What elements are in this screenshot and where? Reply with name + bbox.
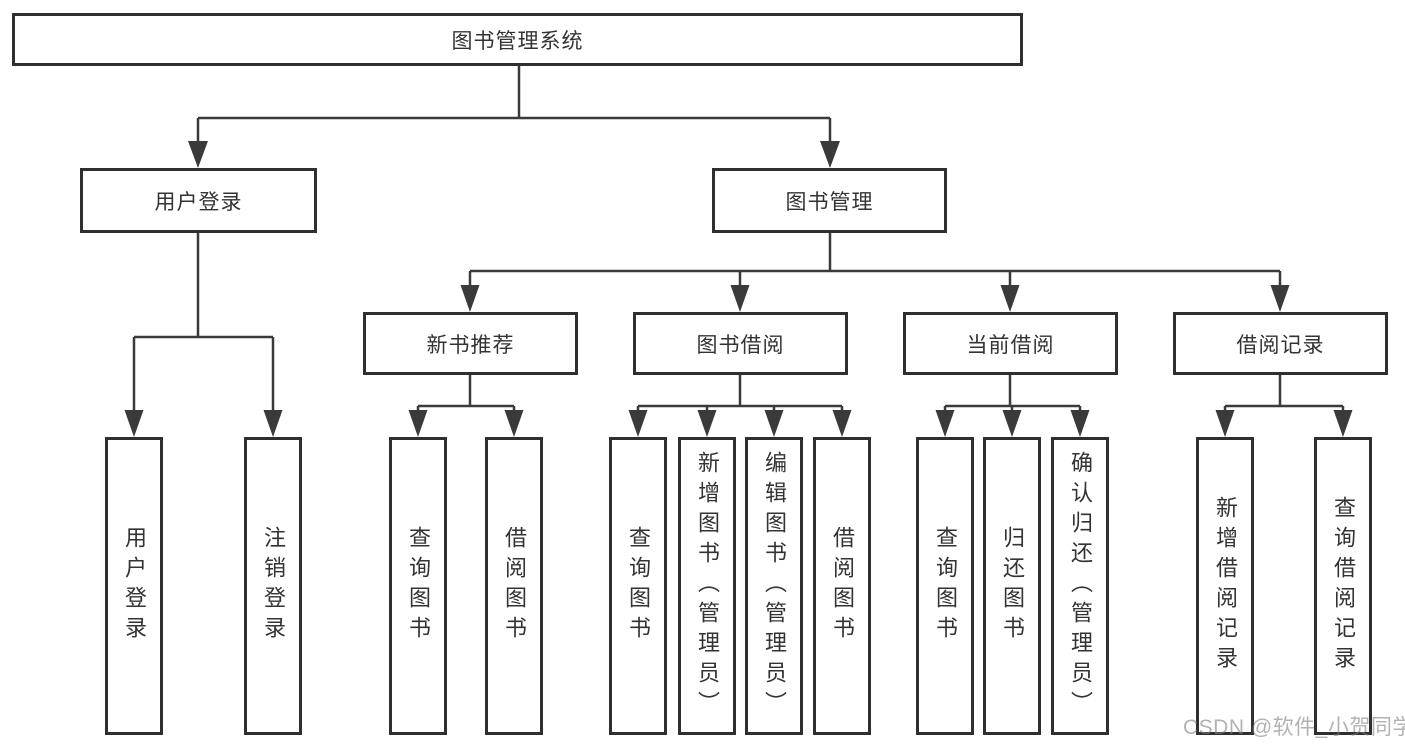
arrowhead — [1070, 410, 1090, 437]
node-label: 图书管理 — [785, 190, 874, 214]
arrowhead — [832, 410, 852, 437]
arrowhead — [697, 410, 717, 437]
node-book-borrowing: 图书借阅 — [633, 312, 848, 375]
arrowhead — [1215, 410, 1235, 437]
node-label: 用户登录 — [154, 190, 243, 214]
leaf-label: 确认归还（管理员） — [1068, 451, 1093, 721]
leaf-label: 查询图书 — [406, 526, 431, 646]
leaf-confirm-return-admin: 确认归还（管理员） — [1051, 437, 1109, 735]
node-label: 借阅记录 — [1236, 333, 1325, 357]
leaf-label: 注销登录 — [261, 526, 286, 646]
node-borrowing-records: 借阅记录 — [1173, 312, 1388, 375]
leaf-label: 新增图书（管理员） — [695, 451, 720, 721]
node-new-book-recommend: 新书推荐 — [363, 312, 578, 375]
arrowhead — [1002, 410, 1022, 437]
leaf-query-books-borrow: 查询图书 — [609, 437, 667, 735]
leaf-label: 借阅图书 — [830, 526, 855, 646]
leaf-label: 借阅图书 — [502, 526, 527, 646]
leaf-add-book-admin: 新增图书（管理员） — [678, 437, 736, 735]
leaf-query-borrow-record: 查询借阅记录 — [1314, 437, 1372, 735]
leaf-return-books: 归还图书 — [983, 437, 1041, 735]
csdn-watermark: CSDN @软件_小贺同学 — [1183, 716, 1405, 739]
arrowhead — [1000, 285, 1020, 312]
leaf-borrow-books: 借阅图书 — [813, 437, 871, 735]
node-book-management: 图书管理 — [712, 168, 947, 233]
arrowhead — [263, 410, 283, 437]
leaf-label: 查询图书 — [933, 526, 958, 646]
leaf-label: 用户登录 — [122, 526, 147, 646]
arrowhead — [460, 285, 480, 312]
leaf-logout: 注销登录 — [244, 437, 302, 735]
leaf-borrow-books-recommend: 借阅图书 — [485, 437, 543, 735]
node-label: 新书推荐 — [426, 333, 515, 357]
leaf-query-books-current: 查询图书 — [916, 437, 974, 735]
arrowhead — [628, 410, 648, 437]
arrowhead — [1270, 285, 1290, 312]
leaf-user-login: 用户登录 — [105, 437, 163, 735]
arrowhead — [820, 141, 840, 168]
arrowhead — [504, 410, 524, 437]
arrowhead — [188, 141, 208, 168]
leaf-label: 编辑图书（管理员） — [762, 451, 787, 721]
arrowhead — [730, 285, 750, 312]
leaf-label: 归还图书 — [1000, 526, 1025, 646]
arrowhead — [935, 410, 955, 437]
arrowhead — [408, 410, 428, 437]
leaf-label: 查询借阅记录 — [1331, 496, 1356, 676]
node-label: 图书管理系统 — [451, 29, 584, 53]
leaf-query-books-recommend: 查询图书 — [389, 437, 447, 735]
node-user-login: 用户登录 — [80, 168, 317, 233]
node-label: 图书借阅 — [696, 333, 785, 357]
leaf-add-borrow-record: 新增借阅记录 — [1196, 437, 1254, 735]
leaf-edit-book-admin: 编辑图书（管理员） — [745, 437, 803, 735]
node-current-borrowing: 当前借阅 — [903, 312, 1118, 375]
leaf-label: 查询图书 — [626, 526, 651, 646]
leaf-label: 新增借阅记录 — [1213, 496, 1238, 676]
arrowhead — [124, 410, 144, 437]
arrowhead — [764, 410, 784, 437]
arrowhead — [1333, 410, 1353, 437]
node-label: 当前借阅 — [966, 333, 1055, 357]
node-root: 图书管理系统 — [12, 13, 1023, 66]
